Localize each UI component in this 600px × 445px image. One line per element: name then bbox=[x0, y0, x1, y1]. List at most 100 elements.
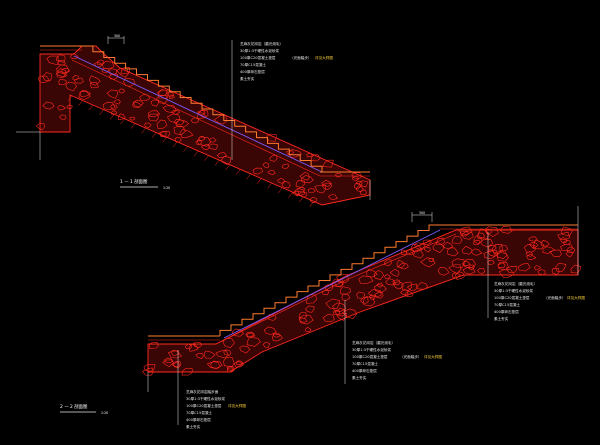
section-2-mid-note-1: 芝麻灰花岗岩（磨光烧毛） bbox=[352, 340, 395, 345]
stone-joint bbox=[462, 260, 471, 267]
stone-joint bbox=[149, 341, 159, 349]
stone-joint bbox=[351, 176, 359, 181]
stone-joint bbox=[305, 327, 312, 333]
section-2-bottom-note-5: 400厚碎石垫层 bbox=[186, 417, 211, 422]
stone-joint bbox=[235, 360, 244, 365]
section-1-tag-2: 详见大样图 bbox=[315, 55, 333, 60]
section-2-title: 2 — 2 剖面图 bbox=[60, 403, 88, 410]
section-2-top-note-2: 30厚1:3干硬性水泥砂浆 bbox=[494, 288, 534, 293]
stone-joint bbox=[549, 249, 562, 258]
stone-joint bbox=[158, 89, 169, 99]
stone-joint bbox=[559, 237, 568, 243]
stone-joint bbox=[505, 266, 518, 273]
stone-joint bbox=[298, 317, 308, 323]
stone-joint bbox=[389, 268, 400, 277]
section-2-notes-mid: 芝麻灰花岗岩（磨光烧毛） 30厚1:3干硬性水泥砂浆 100厚C20混凝土垫层 … bbox=[352, 340, 442, 380]
stone-joint bbox=[340, 286, 351, 295]
stone-joint bbox=[374, 291, 384, 299]
stone-joint bbox=[366, 268, 378, 278]
section-1-dimension-text: 300 bbox=[114, 34, 120, 38]
stone-joint bbox=[360, 296, 369, 304]
stone-joint bbox=[143, 364, 156, 372]
stone-joint bbox=[35, 122, 45, 131]
earth-hatch-stroke bbox=[298, 197, 304, 203]
earth-hatch-stroke bbox=[120, 118, 125, 125]
stone-joint bbox=[56, 54, 66, 63]
stone-joint bbox=[195, 353, 204, 359]
stone-joint bbox=[523, 244, 536, 253]
stone-joint bbox=[473, 235, 483, 245]
stone-joint bbox=[195, 140, 203, 145]
stone-joint bbox=[120, 66, 131, 75]
stone-joint bbox=[498, 269, 515, 278]
stone-joint bbox=[66, 104, 73, 110]
stone-joint bbox=[540, 240, 550, 247]
stone-joint bbox=[58, 78, 68, 86]
stone-joint bbox=[526, 253, 537, 260]
section-2-waterproof-line bbox=[223, 229, 441, 339]
stone-joint bbox=[570, 264, 581, 274]
stone-joint bbox=[518, 262, 531, 272]
stone-joint bbox=[113, 99, 121, 105]
stone-joint bbox=[170, 349, 180, 356]
section-1-note-1: 芝麻灰花岗岩（磨光烧毛） bbox=[240, 41, 283, 46]
stone-joint bbox=[281, 163, 290, 170]
stone-joint bbox=[451, 235, 463, 244]
stone-joint bbox=[528, 236, 538, 242]
section-2-top-note-1: 芝麻灰花岗岩（磨光烧毛） bbox=[494, 281, 537, 286]
stone-joint bbox=[110, 110, 118, 115]
stone-joint bbox=[428, 257, 435, 263]
stone-joint bbox=[321, 179, 332, 187]
stone-joint bbox=[385, 278, 396, 286]
stone-joint bbox=[203, 350, 216, 359]
stone-joint bbox=[220, 156, 231, 166]
stone-joint bbox=[246, 332, 256, 338]
stone-joint bbox=[285, 150, 295, 155]
stone-joint bbox=[272, 332, 281, 338]
stone-joint bbox=[376, 282, 384, 288]
stone-joint bbox=[410, 243, 422, 253]
stone-joint bbox=[307, 188, 316, 193]
stone-joint bbox=[155, 95, 168, 105]
section-2-scale: 1:20 bbox=[101, 411, 108, 415]
stone-joint bbox=[281, 181, 291, 189]
stone-joint bbox=[451, 258, 465, 269]
earth-hatch-stroke bbox=[141, 128, 146, 134]
stone-joint bbox=[487, 260, 495, 265]
stone-joint bbox=[384, 259, 392, 267]
section-1-mortar-line bbox=[71, 59, 321, 177]
stone-joint bbox=[432, 241, 445, 253]
section-2-bottom-note-1: 芝麻灰花岗岩踏步面 bbox=[186, 389, 219, 394]
stone-joint bbox=[223, 349, 232, 356]
stone-joint bbox=[397, 262, 409, 270]
stone-joint bbox=[435, 237, 445, 246]
stone-joint bbox=[494, 250, 508, 260]
section-2-bottom-note-4: 70厚C15混凝土 bbox=[186, 410, 212, 415]
section-2-bottom-note-6: 素土夯实 bbox=[186, 424, 201, 429]
stone-joint bbox=[226, 365, 235, 371]
section-1-note-3: 100厚C20混凝土垫层 bbox=[240, 55, 276, 60]
stone-joint bbox=[484, 228, 492, 234]
section-2-mortar-line bbox=[219, 233, 457, 343]
section-2-bottom-tag-1: 详见大样图 bbox=[228, 403, 246, 408]
section-2-top-note-4: 70厚C15混凝土 bbox=[494, 302, 520, 307]
section-2-mid-tag-2: 详见大样图 bbox=[424, 354, 442, 359]
stone-joint bbox=[355, 185, 364, 193]
section-2-bottom-note-2: 30厚1:3干硬性水泥砂浆 bbox=[186, 396, 226, 401]
stone-joint bbox=[362, 296, 376, 307]
stone-joint bbox=[166, 91, 174, 98]
section-2-top-note-3: 100厚C20混凝土垫层 bbox=[494, 295, 530, 300]
stone-joint bbox=[392, 279, 401, 286]
stone-joint bbox=[79, 90, 92, 98]
stone-joint bbox=[477, 267, 486, 274]
section-1-note-6: 素土夯实 bbox=[240, 76, 255, 81]
earth-hatch-stroke bbox=[246, 174, 251, 180]
earth-hatch-stroke bbox=[78, 100, 83, 106]
stone-joint bbox=[534, 265, 541, 271]
stone-joint bbox=[306, 152, 313, 158]
stone-joint bbox=[97, 59, 105, 66]
stone-joint bbox=[213, 115, 227, 125]
earth-hatch-stroke bbox=[183, 146, 188, 152]
stone-joint bbox=[295, 179, 306, 188]
stone-joint bbox=[179, 128, 194, 139]
